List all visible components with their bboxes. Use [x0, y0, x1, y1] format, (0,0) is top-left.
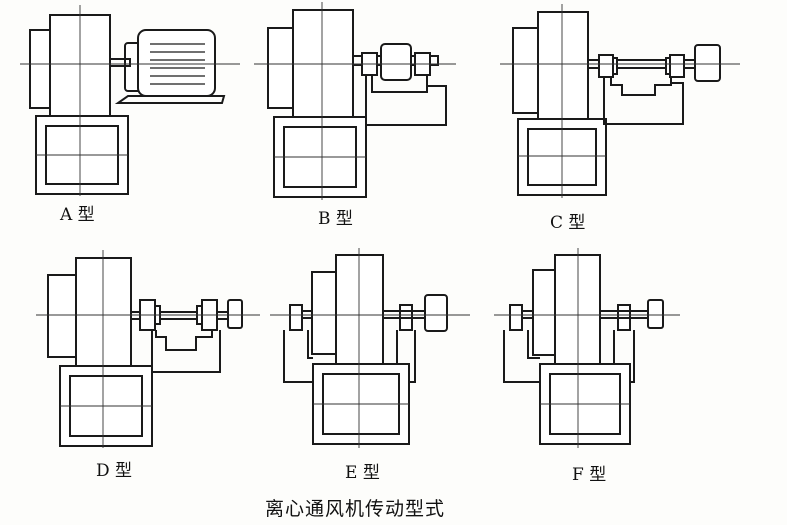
fan-housing: [532, 254, 601, 374]
panel-label-c: C 型: [550, 213, 586, 233]
fan-diagram-c: [500, 4, 740, 198]
fan-diagram-e: [270, 248, 470, 448]
fan-housing: [267, 9, 354, 126]
fan-diagram-b: [254, 2, 456, 200]
fan-housing: [29, 14, 111, 126]
panel-label-a: A 型: [60, 205, 95, 225]
fan-diagram-a: [20, 5, 240, 196]
pulley: [647, 299, 664, 329]
pulley: [424, 294, 448, 332]
fan-diagram-d: [36, 250, 260, 448]
fan-diagram-f: [494, 248, 680, 448]
panel-label-f: F 型: [572, 465, 607, 485]
panel-label-e: E 型: [345, 463, 380, 483]
bearing-pedestal-left: [283, 304, 313, 383]
shaft: [109, 58, 131, 67]
pulley: [227, 299, 243, 329]
bearing-pedestal: [352, 43, 447, 126]
figure-caption: 离心通风机传动型式: [265, 498, 446, 520]
pulley: [694, 44, 721, 82]
center-lines: [494, 248, 680, 448]
center-lines: [270, 248, 470, 448]
bearing-pedestal: [130, 299, 236, 373]
center-lines: [254, 2, 456, 200]
panel-label-d: D 型: [96, 461, 133, 481]
center-lines: [36, 250, 260, 448]
center-lines: [500, 4, 740, 198]
bearing-pedestal: [587, 54, 701, 125]
center-lines: [20, 5, 240, 196]
fan-housing: [512, 11, 589, 128]
fan-housing: [47, 257, 132, 374]
panel-label-b: B 型: [318, 209, 353, 229]
electric-motor: [114, 29, 226, 104]
